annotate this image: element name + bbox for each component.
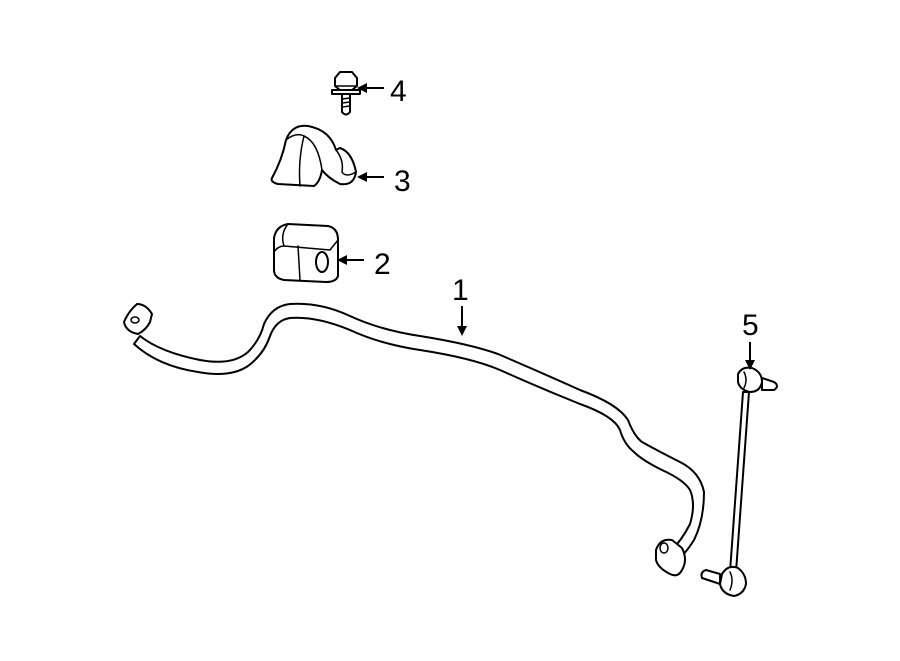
callout-label-5: 5 <box>742 309 759 342</box>
callout-label-1: 1 <box>452 274 469 307</box>
callout-3: 3 <box>357 165 411 198</box>
bushing-part <box>273 223 339 283</box>
bracket-part <box>270 124 357 187</box>
callout-4: 4 <box>357 75 407 108</box>
callout-label-4: 4 <box>390 75 407 108</box>
callout-2: 2 <box>337 248 391 281</box>
stabilizer-bar-part <box>123 302 705 577</box>
callout-1: 1 <box>452 274 469 336</box>
bolt-part <box>331 71 361 116</box>
callout-label-3: 3 <box>394 165 411 198</box>
stabilizer-link-part <box>700 366 778 597</box>
callout-label-2: 2 <box>374 248 391 281</box>
callout-5: 5 <box>742 309 759 370</box>
